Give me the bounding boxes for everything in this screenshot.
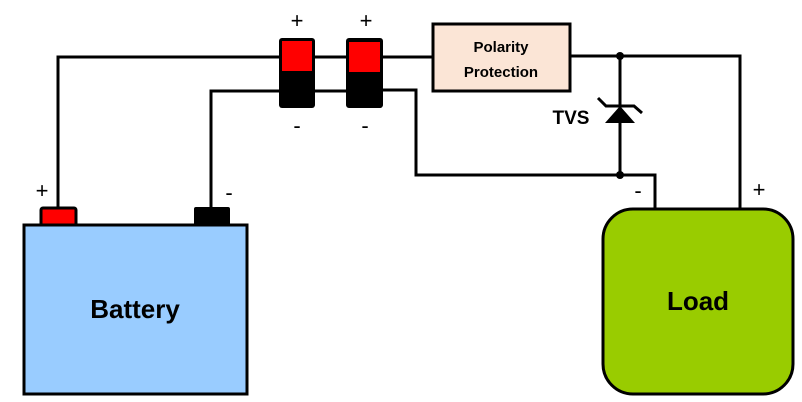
battery-neg-sign: - [225,180,232,205]
load-label: Load [667,286,729,316]
junction-bottom [616,171,624,179]
polarity-protection-box [431,22,572,93]
connector-2-pos-sign: + [360,8,373,33]
connector-2-neg-sign: - [361,113,368,138]
connector-1-neg-sign: - [293,113,300,138]
tvs-label: TVS [553,108,590,129]
load-body [601,207,795,396]
wire-negative-to-load [380,88,657,210]
polarity-protection-line2: Protection [464,64,538,81]
connector-1 [279,38,315,108]
connector-2 [346,38,383,108]
load-neg-sign: - [634,178,641,203]
battery-pos-sign: + [36,178,49,203]
junction-top [616,52,624,60]
load-pos-sign: + [753,177,766,202]
battery-label: Battery [90,294,180,324]
polarity-protection-line1: Polarity [473,39,529,56]
battery-body [22,223,249,396]
wire-positive-battery [56,55,282,208]
tvs-diode-icon [596,96,643,123]
battery-negative-terminal [194,207,230,226]
wire-positive-to-load [570,54,742,210]
battery-positive-terminal [39,206,78,228]
connector-1-pos-sign: + [291,8,304,33]
wire-negative-battery [209,89,282,208]
